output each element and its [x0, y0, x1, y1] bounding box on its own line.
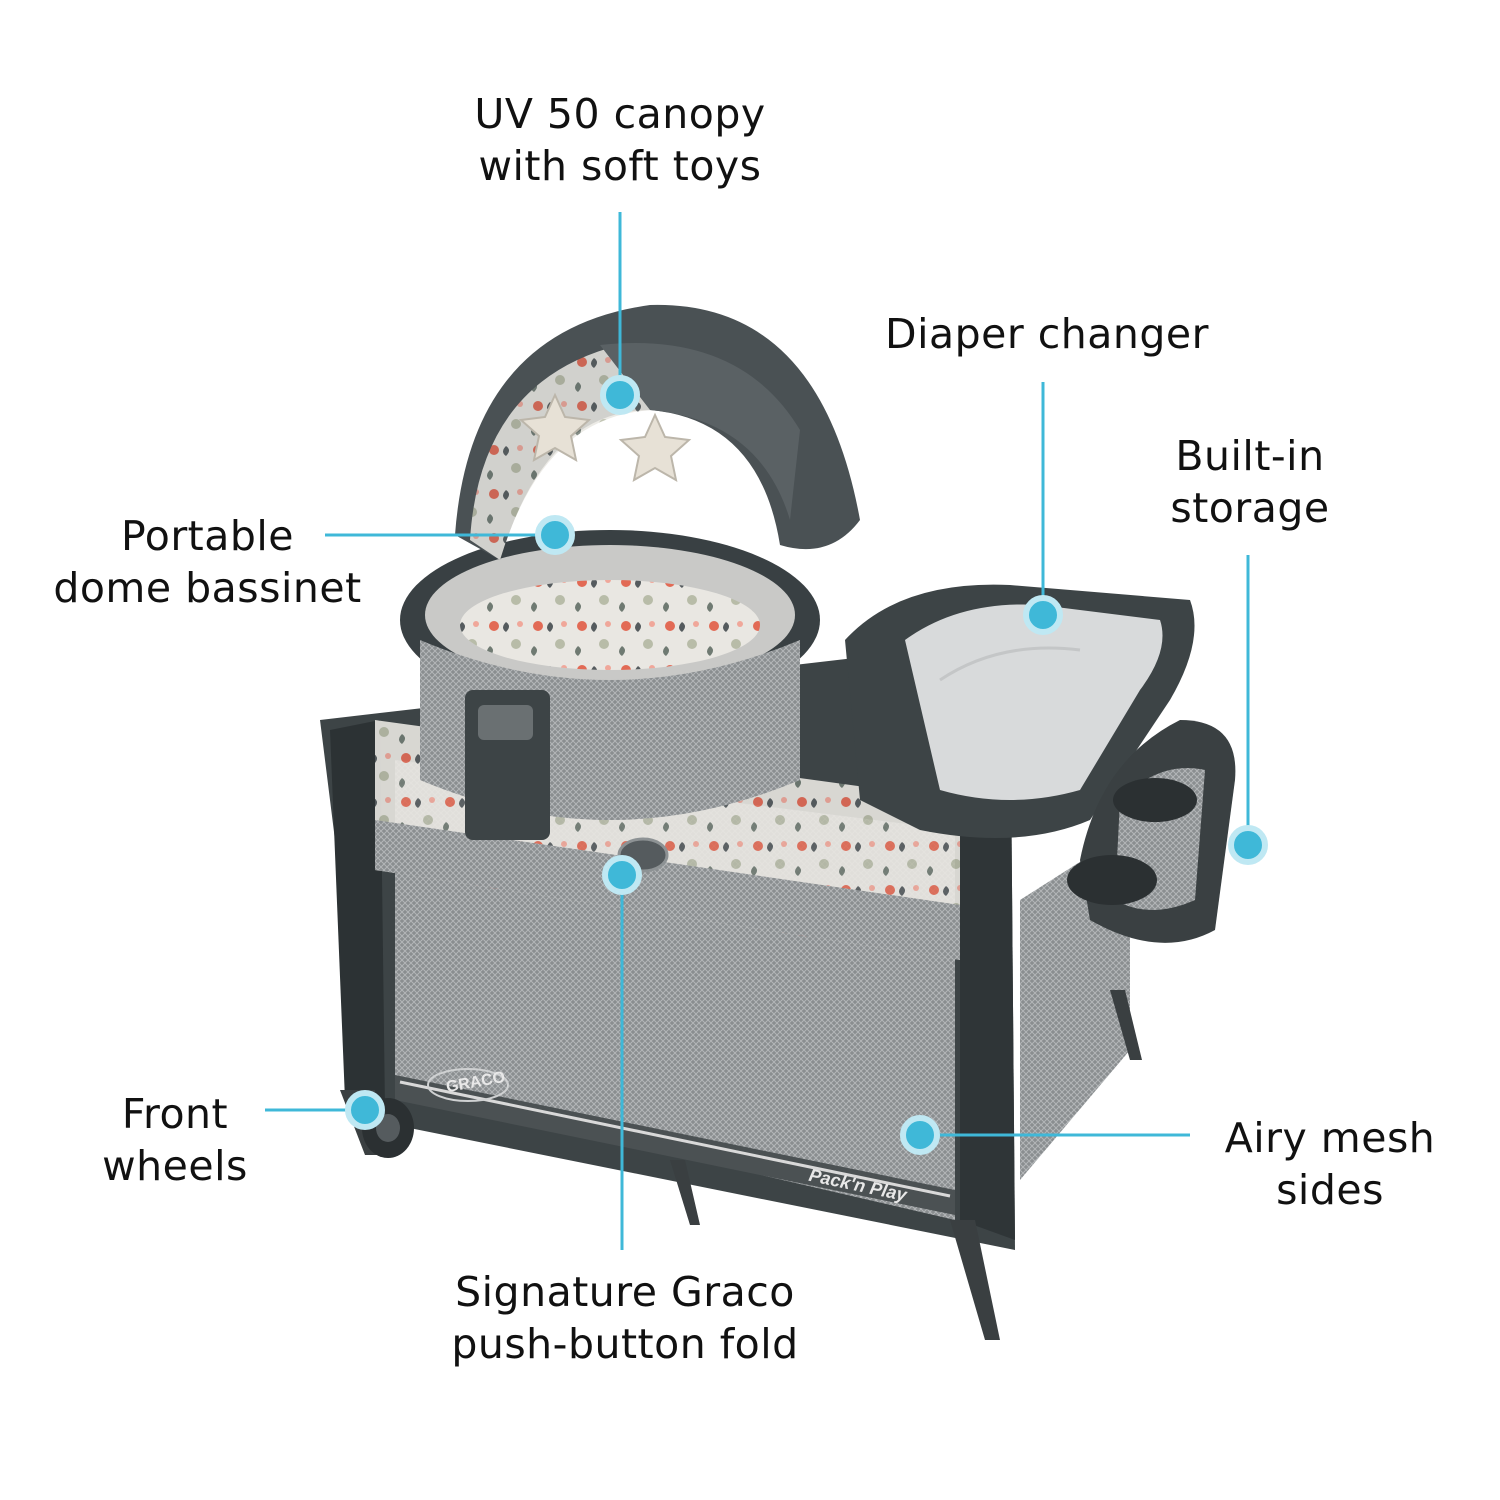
changer-dot — [1023, 595, 1063, 635]
storage-dot — [1228, 825, 1268, 865]
callout-storage-line2: storage — [1170, 484, 1330, 532]
callout-wheels: Front wheels — [75, 1088, 275, 1192]
callout-dots — [345, 375, 1268, 1155]
wheels-dot — [345, 1090, 385, 1130]
callout-fold-line2: push-button fold — [451, 1320, 799, 1368]
callout-diaper-changer: Diaper changer — [862, 308, 1232, 360]
storage-organizer — [1067, 720, 1236, 943]
fold-dot — [602, 855, 642, 895]
bassinet-dot — [535, 515, 575, 555]
diaper-changer — [845, 584, 1195, 838]
callout-wheels-line2: wheels — [102, 1142, 248, 1190]
callout-fold-line1: Signature Graco — [455, 1268, 795, 1316]
callout-mesh: Airy mesh sides — [1210, 1112, 1450, 1216]
callout-mesh-line2: sides — [1276, 1166, 1384, 1214]
graco-logo-badge — [427, 1068, 509, 1102]
dome-bassinet — [400, 304, 860, 840]
callout-mesh-line1: Airy mesh — [1224, 1114, 1436, 1162]
callout-fold: Signature Graco push-button fold — [420, 1266, 830, 1370]
callout-bassinet-line1: Portable — [120, 512, 295, 560]
callout-diaper-line1: Diaper changer — [885, 310, 1209, 358]
callout-wheels-line1: Front — [121, 1090, 229, 1138]
canopy-dot — [600, 375, 640, 415]
callout-bassinet-line2: dome bassinet — [53, 564, 362, 612]
mesh-dot — [900, 1115, 940, 1155]
callout-canopy: UV 50 canopy with soft toys — [450, 88, 790, 192]
callout-canopy-line1: UV 50 canopy — [474, 90, 766, 138]
callout-storage: Built-in storage — [1140, 430, 1360, 534]
callout-canopy-line2: with soft toys — [478, 142, 762, 190]
callout-storage-line1: Built-in — [1175, 432, 1325, 480]
callout-bassinet: Portable dome bassinet — [40, 510, 375, 614]
